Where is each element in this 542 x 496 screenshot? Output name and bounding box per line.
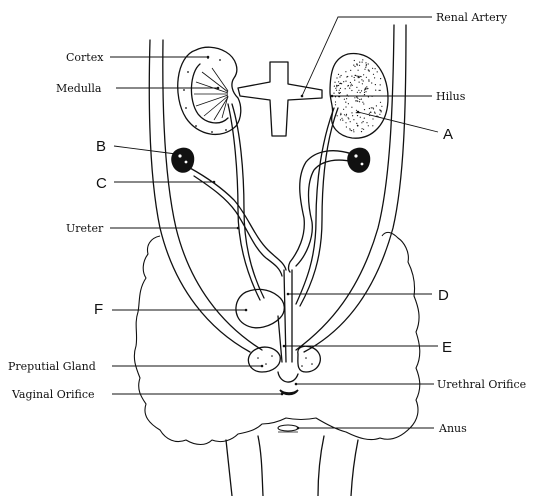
label-anus: Anus bbox=[438, 422, 467, 435]
preputial-glands bbox=[248, 346, 320, 372]
label-vaginal-orifice: Vaginal Orifice bbox=[11, 388, 95, 401]
anus-shape bbox=[278, 425, 298, 431]
bladder bbox=[236, 289, 284, 327]
label-hilus: Hilus bbox=[436, 90, 466, 103]
urethral-orifice-shape bbox=[278, 372, 298, 382]
label-f: F bbox=[94, 301, 103, 318]
hind-legs bbox=[226, 436, 358, 496]
leader-a bbox=[358, 112, 438, 132]
label-preputial-gland: Preputial Gland bbox=[8, 360, 96, 373]
vagina-urethra bbox=[278, 270, 292, 362]
label-urethral-orifice: Urethral Orifice bbox=[437, 378, 526, 391]
label-b: B bbox=[96, 138, 106, 155]
body-outline bbox=[149, 25, 406, 352]
aorta bbox=[238, 62, 322, 136]
uterine-horns bbox=[190, 151, 354, 276]
label-e: E bbox=[442, 339, 452, 356]
label-renal-artery: Renal Artery bbox=[436, 11, 508, 24]
skin-flap bbox=[134, 232, 419, 444]
ureters bbox=[228, 104, 338, 306]
label-cortex: Cortex bbox=[66, 51, 104, 64]
label-c: C bbox=[96, 175, 107, 192]
label-ureter: Ureter bbox=[66, 222, 104, 235]
label-d: D bbox=[438, 287, 449, 304]
label-medulla: Medulla bbox=[56, 82, 102, 95]
leader-b bbox=[114, 146, 176, 154]
label-a: A bbox=[443, 126, 453, 143]
